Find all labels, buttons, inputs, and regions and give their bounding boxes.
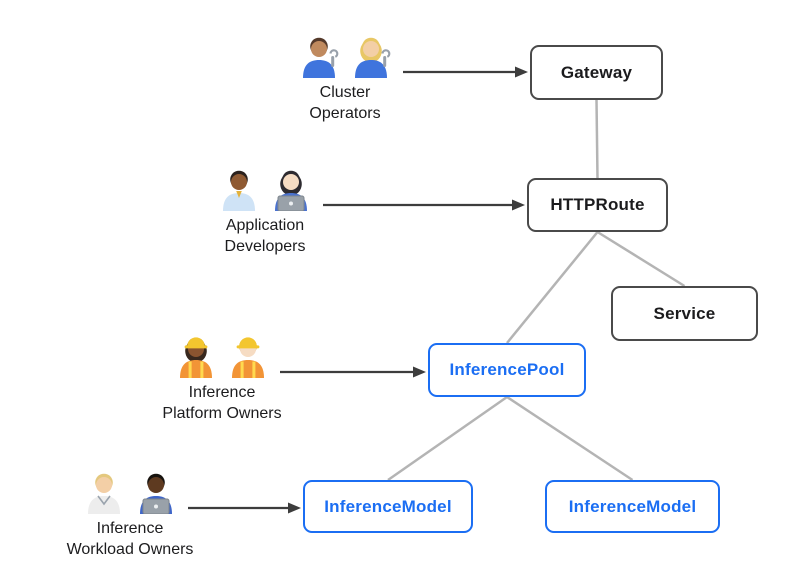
node-inferencepool: InferencePool [428,343,586,397]
node-gateway: Gateway [530,45,663,100]
actor-label-cluster-operators: Cluster Operators [309,84,381,122]
node-inferencepool-label: InferencePool [449,360,565,379]
man-mechanic-icon [296,32,342,78]
node-httproute-label: HTTPRoute [550,195,645,214]
actor-application-developers: Application Developers [200,165,330,258]
arrowhead-inference-platform-owners-to-inferencepool [413,366,426,378]
node-service-label: Service [653,303,716,323]
woman-construction-worker-icon [180,337,212,378]
node-httproute: HTTPRoute [527,178,668,232]
man-office-worker-icon [216,165,262,211]
node-inferencemodel-right: InferenceModel [545,480,720,533]
edge-httproute-to-service [596,230,686,288]
actor-label-inference-platform-owners: Inference Platform Owners [162,384,282,422]
edge-httproute-to-inferencepool [506,231,599,344]
man-mechanic-icon [303,37,339,78]
node-inferencemodel-right-label: InferenceModel [568,496,697,516]
health-worker-icon [81,468,127,514]
actor-label-application-developers: Application Developers [224,217,306,255]
actor-emoji-row [216,165,314,212]
woman-mechanic-icon [348,32,394,78]
man-construction-worker-icon [225,332,271,378]
woman-technologist-icon [275,170,307,212]
edge-inferencepool-to-inferencemodel-left [387,395,508,482]
actor-cluster-operators: Cluster Operators [285,32,405,125]
actor-label-inference-workload-owners: Inference Workload Owners [66,520,194,558]
node-gateway-label: Gateway [560,62,633,82]
man-construction-worker-icon [232,337,264,378]
node-service: Service [611,286,758,341]
arrowhead-cluster-operators-to-gateway [515,66,528,78]
person-technologist-icon [133,468,179,515]
actor-inference-platform-owners: Inference Platform Owners [147,332,297,425]
woman-construction-worker-icon [173,332,219,378]
node-inferencemodel-left-label: InferenceModel [324,496,452,516]
edge-gateway-to-httproute [595,99,599,179]
actor-inference-workload-owners: Inference Workload Owners [55,468,205,561]
person-health-worker-icon [88,473,120,514]
arrowhead-application-developers-to-httproute [512,199,525,211]
actor-emoji-row [81,468,179,515]
node-inferencemodel-left: InferenceModel [303,480,473,533]
actor-emoji-row [173,332,271,378]
woman-mechanic-icon [355,37,391,78]
man-office-worker-icon [223,170,255,211]
arrowhead-inference-workload-owners-to-inferencemodel-left [288,502,301,514]
person-technologist-icon [140,473,172,515]
woman-technologist-icon [268,165,314,212]
edge-inferencepool-to-inferencemodel-right [506,395,634,482]
actor-emoji-row [296,32,394,78]
